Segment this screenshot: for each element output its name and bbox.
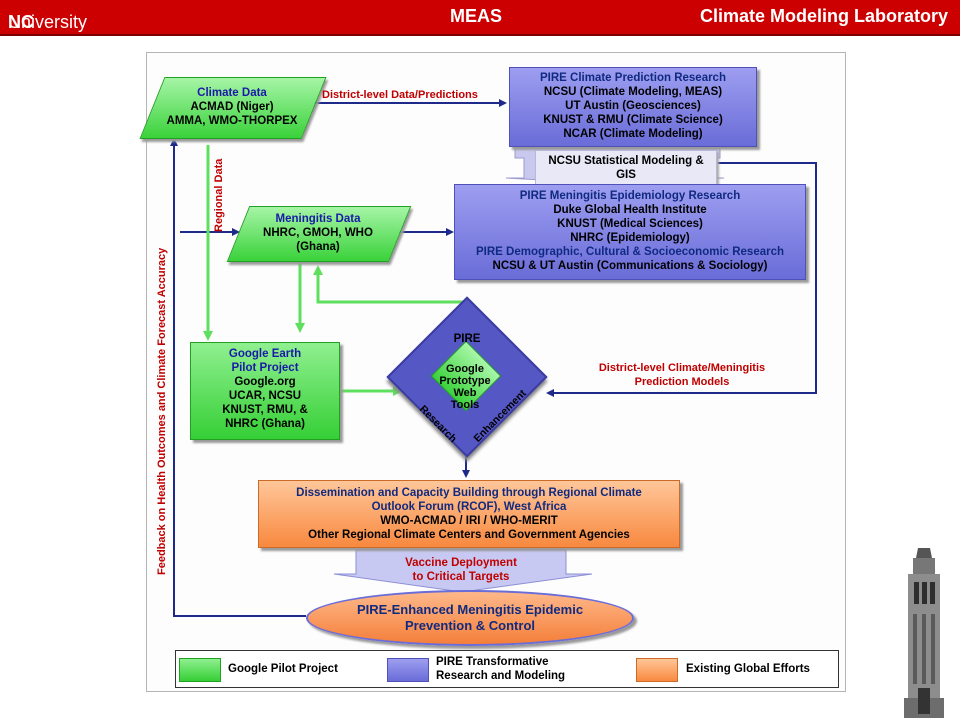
dissemination-box: Dissemination and Capacity Building thro…: [258, 480, 680, 548]
meningitis-data-box: Meningitis Data NHRC, GMOH, WHO (Ghana): [226, 206, 412, 262]
google-earth-line: NHRC (Ghana): [225, 418, 305, 430]
pire-climate-line: NCSU (Climate Modeling, MEAS): [543, 86, 723, 98]
pire-meningitis-line: KNUST (Medical Sciences): [557, 218, 703, 230]
pire-demographic-line: NCSU & UT Austin (Communications & Socio…: [492, 260, 768, 272]
pire-climate-line: UT Austin (Geosciences): [565, 100, 701, 112]
outcome-ellipse: PIRE-Enhanced Meningitis Epidemic Preven…: [306, 590, 634, 646]
dissemination-title: Dissemination and Capacity Building thro…: [296, 487, 642, 499]
dissemination-line: Other Regional Climate Centers and Gover…: [308, 529, 630, 541]
feedback-loop: [170, 138, 306, 617]
legend-label-pire: PIRE Transformative Research and Modelin…: [436, 656, 566, 682]
block-arrow-vaccine: [333, 549, 593, 593]
climate-data-line: AMMA, WMO-THORPEX: [166, 115, 298, 127]
climate-data-line: ACMAD (Niger): [190, 101, 274, 113]
vaccine-label: Vaccine Deployment to Critical Targets: [405, 557, 517, 583]
pire-meningitis-box: PIRE Meningitis Epidemiology Research Du…: [454, 184, 806, 280]
lab-name: Climate Modeling Laboratory: [699, 6, 948, 26]
outcome-line: Prevention & Control: [404, 618, 535, 633]
meningitis-data-line: NHRC, GMOH, WHO: [263, 227, 373, 239]
google-earth-title: Pilot Project: [231, 362, 299, 374]
pire-climate-title: PIRE Climate Prediction Research: [540, 72, 726, 84]
meningitis-data-line: (Ghana): [296, 241, 340, 253]
google-earth-box: Google Earth Pilot Project Google.org UC…: [190, 342, 340, 440]
legend-swatch-purple: [387, 658, 429, 682]
outcome-line: PIRE-Enhanced Meningitis Epidemic: [356, 602, 584, 617]
pire-meningitis-title: PIRE Meningitis Epidemiology Research: [519, 190, 741, 202]
diamond-pire-label: PIRE: [453, 333, 481, 345]
pire-climate-box: PIRE Climate Prediction Research NCSU (C…: [509, 67, 757, 147]
feedback-label: Feedback on Health Outcomes and Climate …: [156, 247, 168, 575]
gis-line: NCSU Statistical Modeling &: [548, 155, 704, 167]
arrow-diamond-to-meningitis: [313, 265, 468, 320]
climate-data-box: Climate Data ACMAD (Niger) AMMA, WMO-THO…: [139, 77, 327, 139]
pire-meningitis-line: NHRC (Epidemiology): [570, 232, 690, 244]
google-earth-title: Google Earth: [228, 348, 302, 360]
meningitis-data-title: Meningitis Data: [275, 213, 361, 225]
pire-climate-line: NCAR (Climate Modeling): [563, 128, 703, 140]
statistical-modeling-box: NCSU Statistical Modeling & GIS: [535, 150, 717, 186]
diamond-inner-text: Google Prototype Web Tools: [439, 363, 491, 411]
legend-swatch-orange: [636, 658, 678, 682]
gis-line: GIS: [616, 169, 636, 181]
header-bar: NC State University MEAS Climate Modelin…: [0, 0, 960, 53]
legend-label-existing: Existing Global Efforts: [686, 663, 810, 675]
pire-demographic-title: PIRE Demographic, Cultural & Socioeconom…: [475, 246, 785, 258]
department-name: MEAS: [450, 6, 503, 26]
climate-data-title: Climate Data: [197, 87, 267, 99]
google-earth-line: KNUST, RMU, &: [222, 404, 308, 416]
belltower-image: [904, 548, 944, 718]
regional-data-label: Regional Data: [213, 158, 225, 232]
pire-meningitis-line: Duke Global Health Institute: [553, 204, 707, 216]
legend: Google Pilot Project PIRE Transformative…: [175, 650, 839, 688]
google-earth-line: UCAR, NCSU: [228, 390, 302, 402]
legend-label-google: Google Pilot Project: [228, 663, 338, 675]
district-data-label: District-level Data/Predictions: [322, 89, 478, 101]
arrow-prediction-models: [546, 162, 817, 397]
dissemination-title: Outlook Forum (RCOF), West Africa: [371, 501, 567, 513]
dissemination-line: WMO-ACMAD / IRI / WHO-MERIT: [380, 515, 558, 527]
legend-swatch-green: [179, 658, 221, 682]
pire-climate-line: KNUST & RMU (Climate Science): [543, 114, 723, 126]
prediction-models-label: District-level Climate/Meningitis Predic…: [598, 362, 766, 388]
google-earth-line: Google.org: [234, 376, 296, 388]
